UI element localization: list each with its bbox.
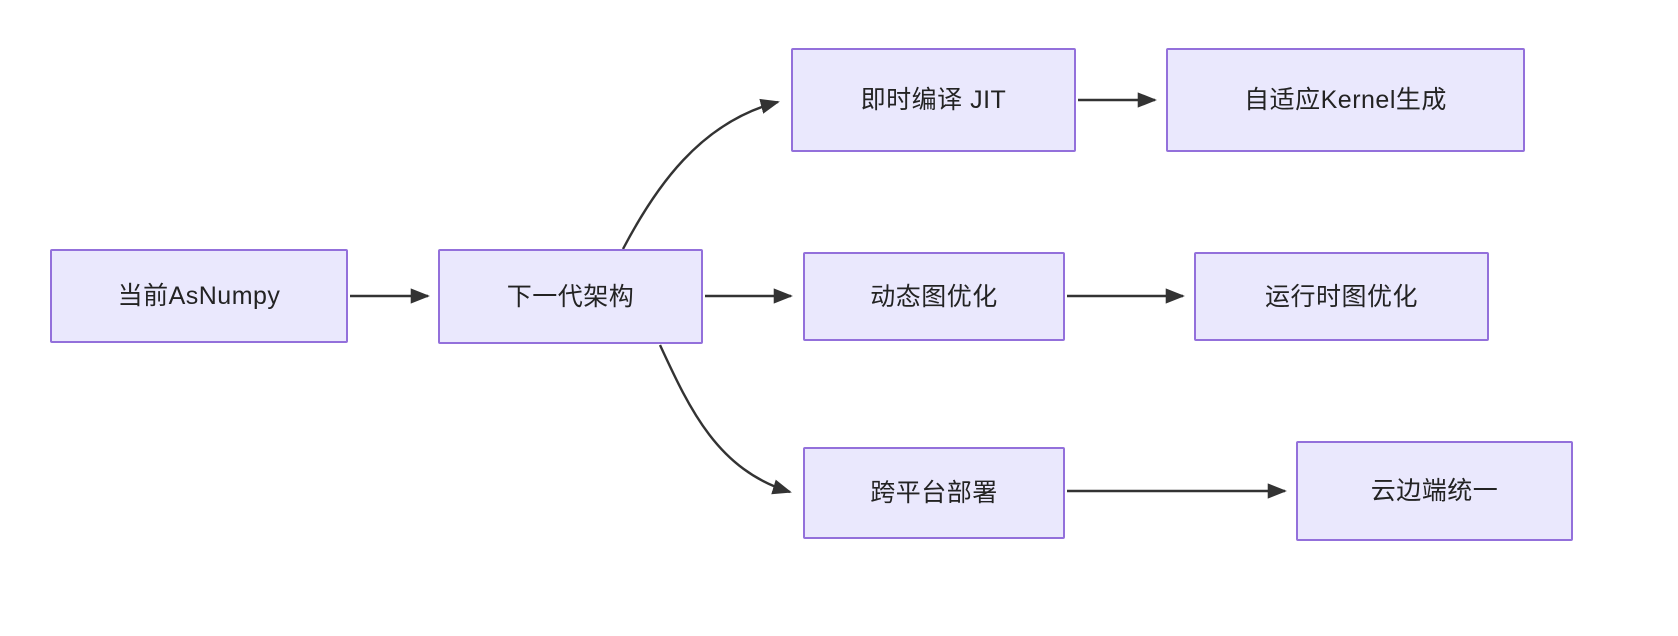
node-current-asnumpy[interactable]: 当前AsNumpy [50, 249, 348, 343]
node-label: 自适应Kernel生成 [1244, 86, 1447, 114]
edge-nextgen-to-jit [621, 98, 780, 250]
node-label: 运行时图优化 [1264, 282, 1418, 311]
node-dynamic-graph-optimization[interactable]: 动态图优化 [803, 252, 1065, 341]
node-label: 跨平台部署 [870, 479, 998, 507]
node-label: 云边端统一 [1370, 477, 1499, 505]
node-adaptive-kernel-generation[interactable]: 自适应Kernel生成 [1166, 48, 1525, 152]
node-label: 当前AsNumpy [117, 282, 281, 310]
node-next-gen-architecture[interactable]: 下一代架构 [438, 249, 703, 344]
node-cross-platform-deployment[interactable]: 跨平台部署 [803, 447, 1065, 539]
node-label: 下一代架构 [506, 282, 635, 311]
node-cloud-edge-device-unified[interactable]: 云边端统一 [1296, 441, 1573, 541]
node-label: 动态图优化 [870, 282, 998, 311]
node-label: 即时编译 JIT [860, 86, 1007, 114]
node-runtime-graph-optimization[interactable]: 运行时图优化 [1194, 252, 1489, 341]
node-jit-compilation[interactable]: 即时编译 JIT [791, 48, 1076, 152]
edge-nextgen-to-crossplat [658, 344, 792, 495]
